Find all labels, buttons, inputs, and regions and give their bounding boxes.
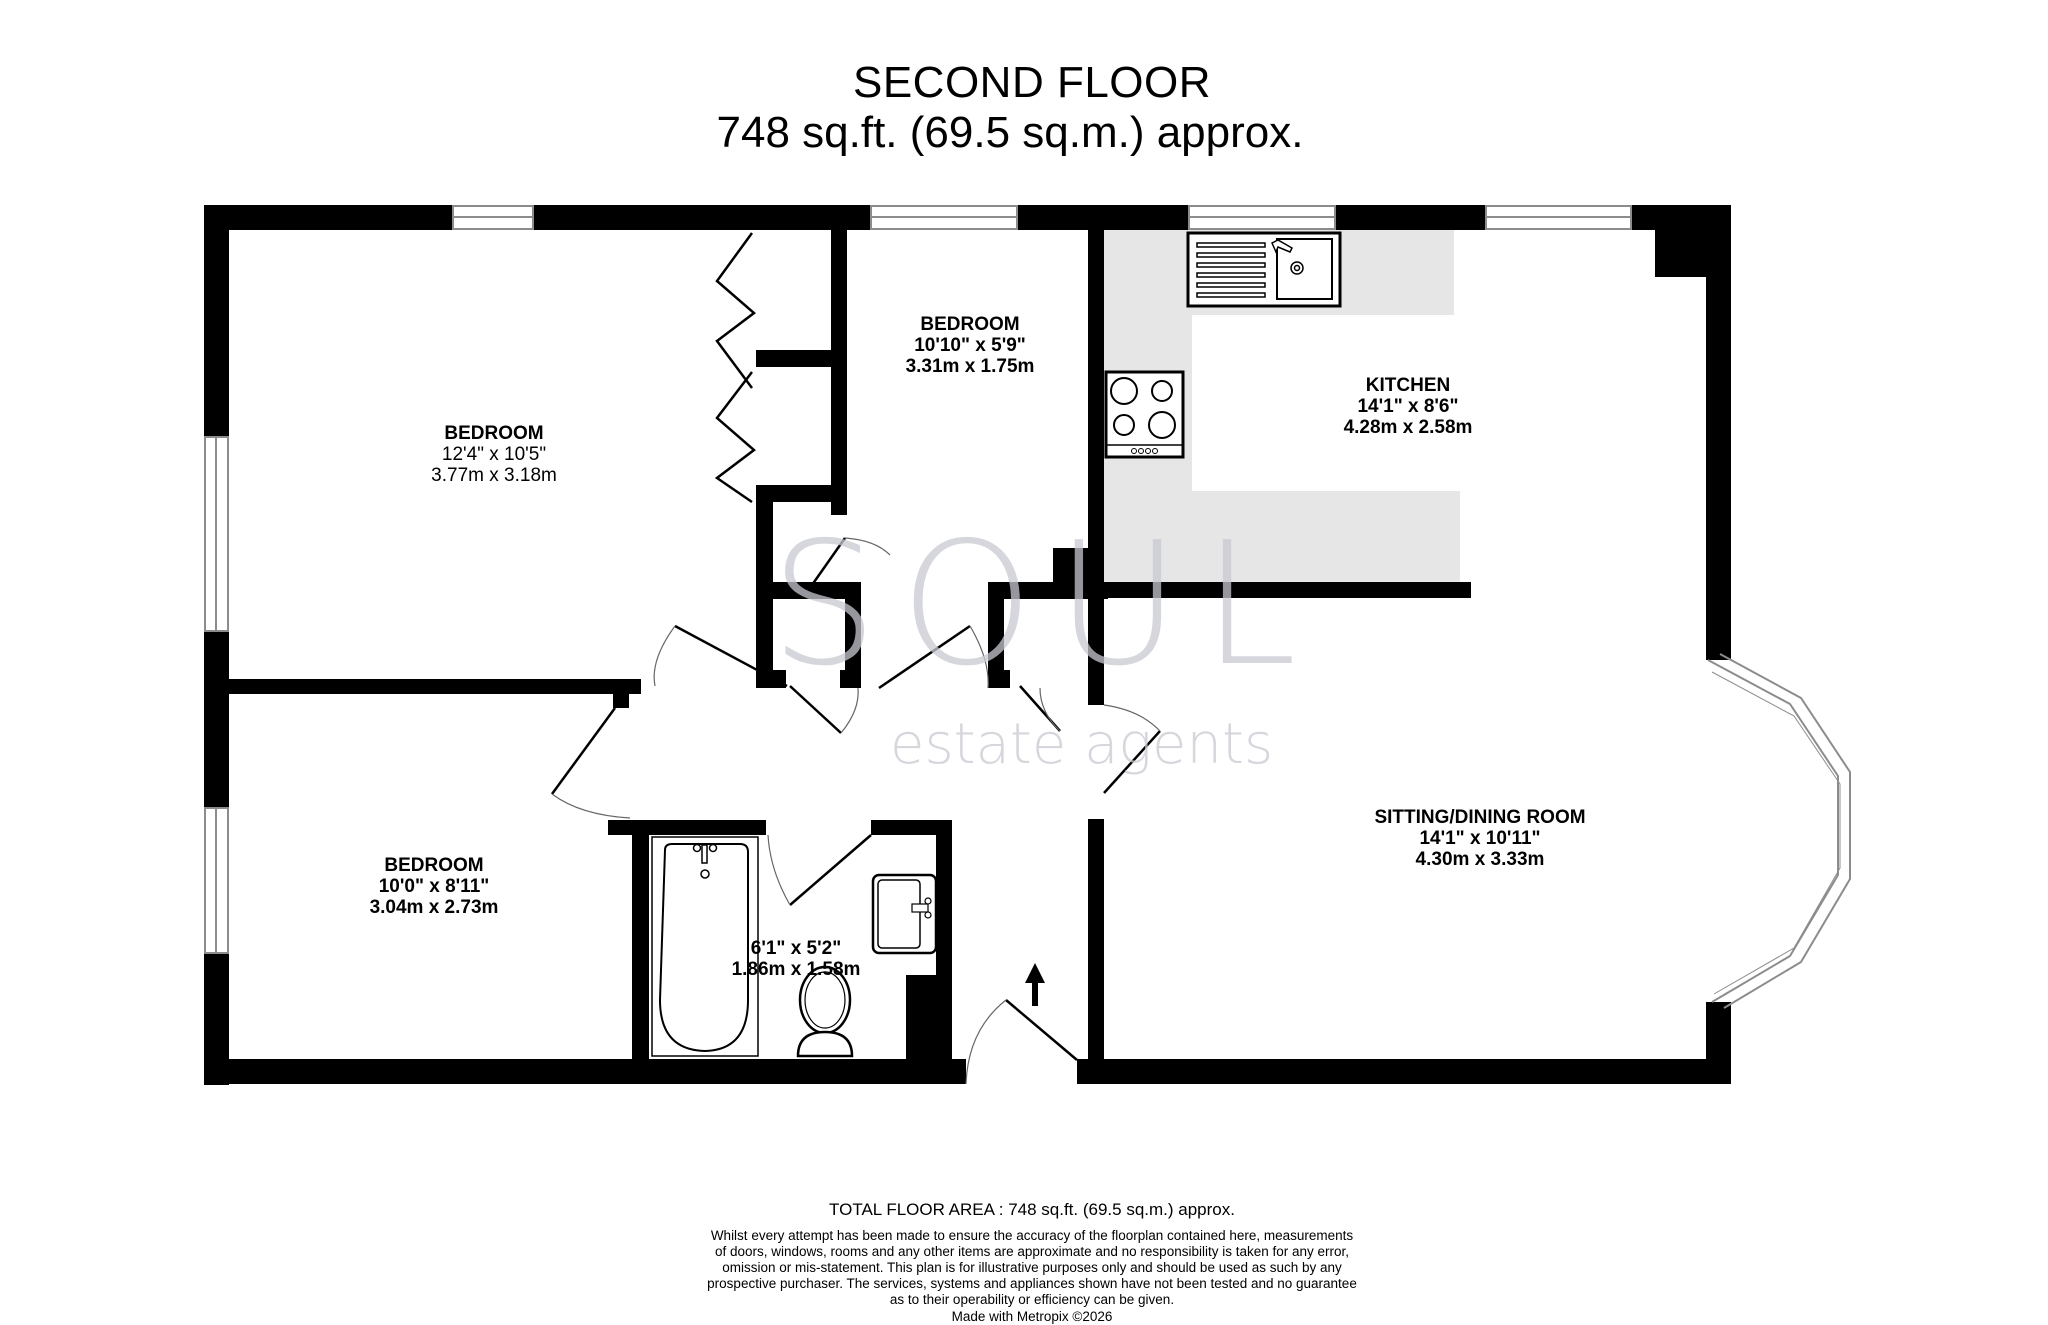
room-label-bedroom-3: BEDROOM 10'0" x 8'11" 3.04m x 2.73m [370, 855, 499, 918]
room-metric: 1.86m x 1.58m [731, 959, 861, 980]
sink-drainer-icon [1186, 231, 1342, 308]
room-name: BEDROOM [920, 314, 1020, 335]
disclaimer: Whilst every attempt has been made to en… [0, 1228, 2048, 1308]
bedroom2-door-leaf [878, 624, 971, 690]
window-bedroom1-top [452, 205, 534, 230]
window-bedroom3-left [204, 807, 229, 954]
room-imperial: 10'10" x 5'9" [914, 335, 1026, 356]
washbasin-icon [871, 873, 938, 955]
window-kitchen-top-1 [1188, 205, 1336, 230]
floor-area-subtitle: 748 sq.ft. (69.5 sq.m.) approx. [716, 108, 1304, 157]
room-label-bedroom-2: BEDROOM 10'10" x 5'9" 3.31m x 1.75m [906, 314, 1035, 377]
credit: Made with Metropix ©2026 [951, 1309, 1113, 1324]
bathroom-door-leaf [789, 834, 872, 906]
room-imperial: 10'0" x 8'11" [378, 876, 490, 897]
room-name: KITCHEN [1365, 375, 1451, 396]
window-kitchen-top-2 [1485, 205, 1632, 230]
room-imperial: 6'1" x 5'2" [750, 938, 842, 959]
entrance-arrow-icon [1025, 963, 1045, 1006]
bedroom1-door-leaf [674, 624, 788, 688]
door-swings [551, 537, 1161, 1085]
room-metric: 3.04m x 2.73m [369, 897, 499, 918]
room-label-kitchen: KITCHEN 14'1" x 8'6" 4.28m x 2.58m [1344, 375, 1473, 438]
room-imperial: 14'1" x 10'11" [1419, 828, 1541, 849]
room-metric: 3.77m x 3.18m [431, 465, 557, 486]
cupboard-door-leaf [810, 537, 847, 586]
room-name: BEDROOM [384, 855, 484, 876]
room-label-bedroom-1: BEDROOM 12'4" x 10'5" 3.77m x 3.18m [431, 423, 557, 486]
disclaimer-line: as to their operability or efficiency ca… [889, 1292, 1175, 1307]
windows [204, 205, 1632, 954]
room-metric: 3.31m x 1.75m [905, 356, 1035, 377]
window-bedroom1-left [204, 436, 229, 632]
total-floor-area: TOTAL FLOOR AREA : 748 sq.ft. (69.5 sq.m… [829, 1200, 1235, 1219]
disclaimer-line: omission or mis-statement. This plan is … [722, 1260, 1342, 1275]
front-door-leaf [1005, 999, 1078, 1061]
room-label-bathroom: 6'1" x 5'2" 1.86m x 1.58m [732, 938, 861, 980]
disclaimer-line: of doors, windows, rooms and any other i… [714, 1244, 1350, 1259]
room-imperial: 14'1" x 8'6" [1357, 396, 1459, 417]
window-bedroom2-top [870, 205, 1018, 230]
room-imperial: 12'4" x 10'5" [441, 444, 547, 465]
floor-title: SECOND FLOOR [852, 58, 1212, 107]
sitting-room-door-leaf [1103, 730, 1161, 794]
doors [550, 232, 1161, 1061]
room-name: BEDROOM [444, 423, 544, 444]
hob-icon [1104, 370, 1185, 459]
wardrobe-door-lower [714, 371, 756, 504]
wardrobe-door-upper [715, 232, 756, 389]
room-metric: 4.28m x 2.58m [1343, 417, 1473, 438]
kitchen-counters [1104, 230, 1460, 582]
bath-icon [651, 836, 759, 1057]
bay-window [1707, 653, 1851, 1009]
toilet-icon [796, 965, 854, 1058]
cupboard2-door-leaf [789, 685, 842, 734]
room-name: SITTING/DINING ROOM [1374, 807, 1586, 828]
room-metric: 4.30m x 3.33m [1415, 849, 1545, 870]
disclaimer-line: prospective purchaser. The services, sys… [707, 1276, 1357, 1291]
disclaimer-line: Whilst every attempt has been made to en… [710, 1228, 1354, 1243]
bedroom3-door-leaf [550, 707, 617, 795]
room-label-sitting-dining: SITTING/DINING ROOM 14'1" x 10'11" 4.30m… [1374, 807, 1585, 870]
